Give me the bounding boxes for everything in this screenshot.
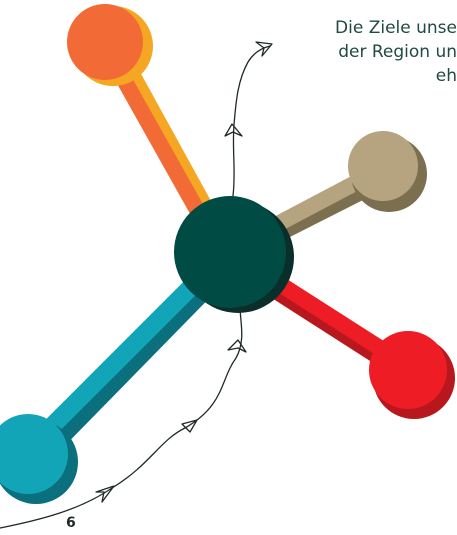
arrowhead-3 [227, 339, 247, 353]
intro-line-3: eh [435, 66, 457, 86]
intro-line-2: der Region un [338, 42, 457, 62]
page-number: 6 [66, 515, 76, 531]
arrow-path-icon [0, 41, 273, 529]
teal-node [0, 414, 68, 494]
arrowhead-4 [224, 123, 243, 137]
orange-node [67, 4, 143, 80]
arrow-path-line [0, 305, 243, 529]
arrowhead-2 [181, 419, 198, 433]
tan-node [348, 131, 418, 201]
intro-text: Die Ziele unse der Region un eh [157, 16, 457, 88]
red-node [369, 331, 447, 409]
teal-arm [0, 251, 235, 504]
hub-node [174, 196, 286, 308]
central-hub [174, 196, 294, 313]
intro-line-1: Die Ziele unse [335, 18, 457, 38]
teal-spoke [21, 251, 227, 457]
arrowhead-1 [95, 485, 115, 503]
arrowhead-5 [255, 41, 273, 57]
arrow-path-line-upper [232, 45, 271, 197]
